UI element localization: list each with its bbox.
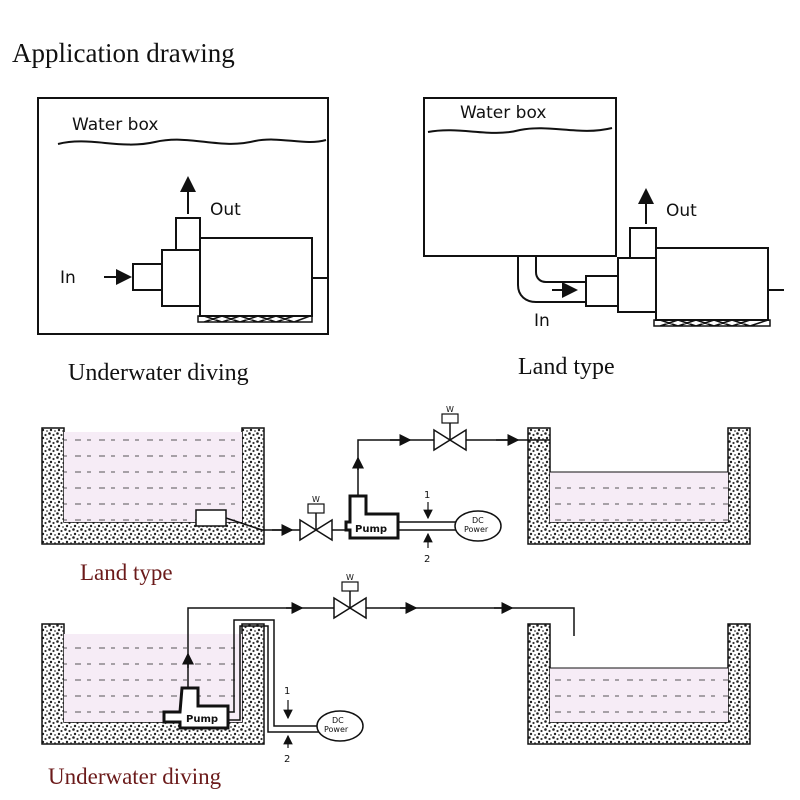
wire-2-label: 2 [424,554,430,565]
water-surface [57,138,327,146]
pump-base [653,319,771,327]
wire-1-label: 1 [284,686,290,697]
in-label: In [60,268,76,288]
page-title: Application drawing [12,38,235,68]
sketch-land: Water box Out In Land type [423,97,784,380]
pump-motor [199,237,313,317]
power-cable [228,619,320,733]
valve-label: W [346,573,354,582]
valve: W [299,495,333,542]
delivery-pipe [187,607,575,688]
pump [162,686,230,730]
pump-label: Pump [355,524,387,535]
inlet-pipe [517,256,586,303]
target-tank [527,623,751,745]
pump-inlet [132,263,163,291]
pump-inlet [585,275,619,307]
dc-power [454,510,502,542]
valve-label: W [446,405,454,414]
wire-2-label: 2 [284,754,290,765]
sketch-underwater: Water box Out In Underwater diving [37,97,329,386]
intake-filter [195,509,227,527]
schematic-underwater: W Pump DC Power 1 2 Underwater diving [41,573,751,789]
in-label: In [534,311,550,331]
caption-underwater-schematic: Underwater diving [48,764,222,789]
dc-label: DC [332,716,344,725]
wire-1-label: 1 [424,490,430,501]
pump-label: Pump [186,714,218,725]
out-label: Out [666,201,697,221]
target-water [550,472,728,522]
caption-underwater-top: Underwater diving [68,360,249,386]
valve: W [333,573,367,620]
pump [344,494,400,540]
pump-outlet [175,217,201,251]
pump-head [161,249,201,307]
pump-base [197,315,313,323]
source-water [64,432,242,522]
caption-land-schematic: Land type [80,560,173,585]
dc-power [316,710,364,742]
caption-land-top: Land type [518,354,615,380]
water-box-label: Water box [460,103,546,123]
power-label: Power [464,525,489,534]
water-box-frame [423,97,617,257]
pump-motor [655,247,769,321]
target-water [550,668,728,722]
valve: W [433,405,467,452]
water-box-frame [37,97,329,335]
target-tank [527,427,751,545]
out-label: Out [210,200,241,220]
pump-outlet [629,227,657,259]
power-label: Power [324,725,349,734]
dc-label: DC [472,516,484,525]
water-surface [427,127,613,134]
pump-head [617,257,657,313]
valve-label: W [312,495,320,504]
water-box-label: Water box [72,115,158,135]
schematic-land: W W Pump DC Power 1 2 Land type [41,405,751,585]
delivery-pipe [357,439,550,496]
